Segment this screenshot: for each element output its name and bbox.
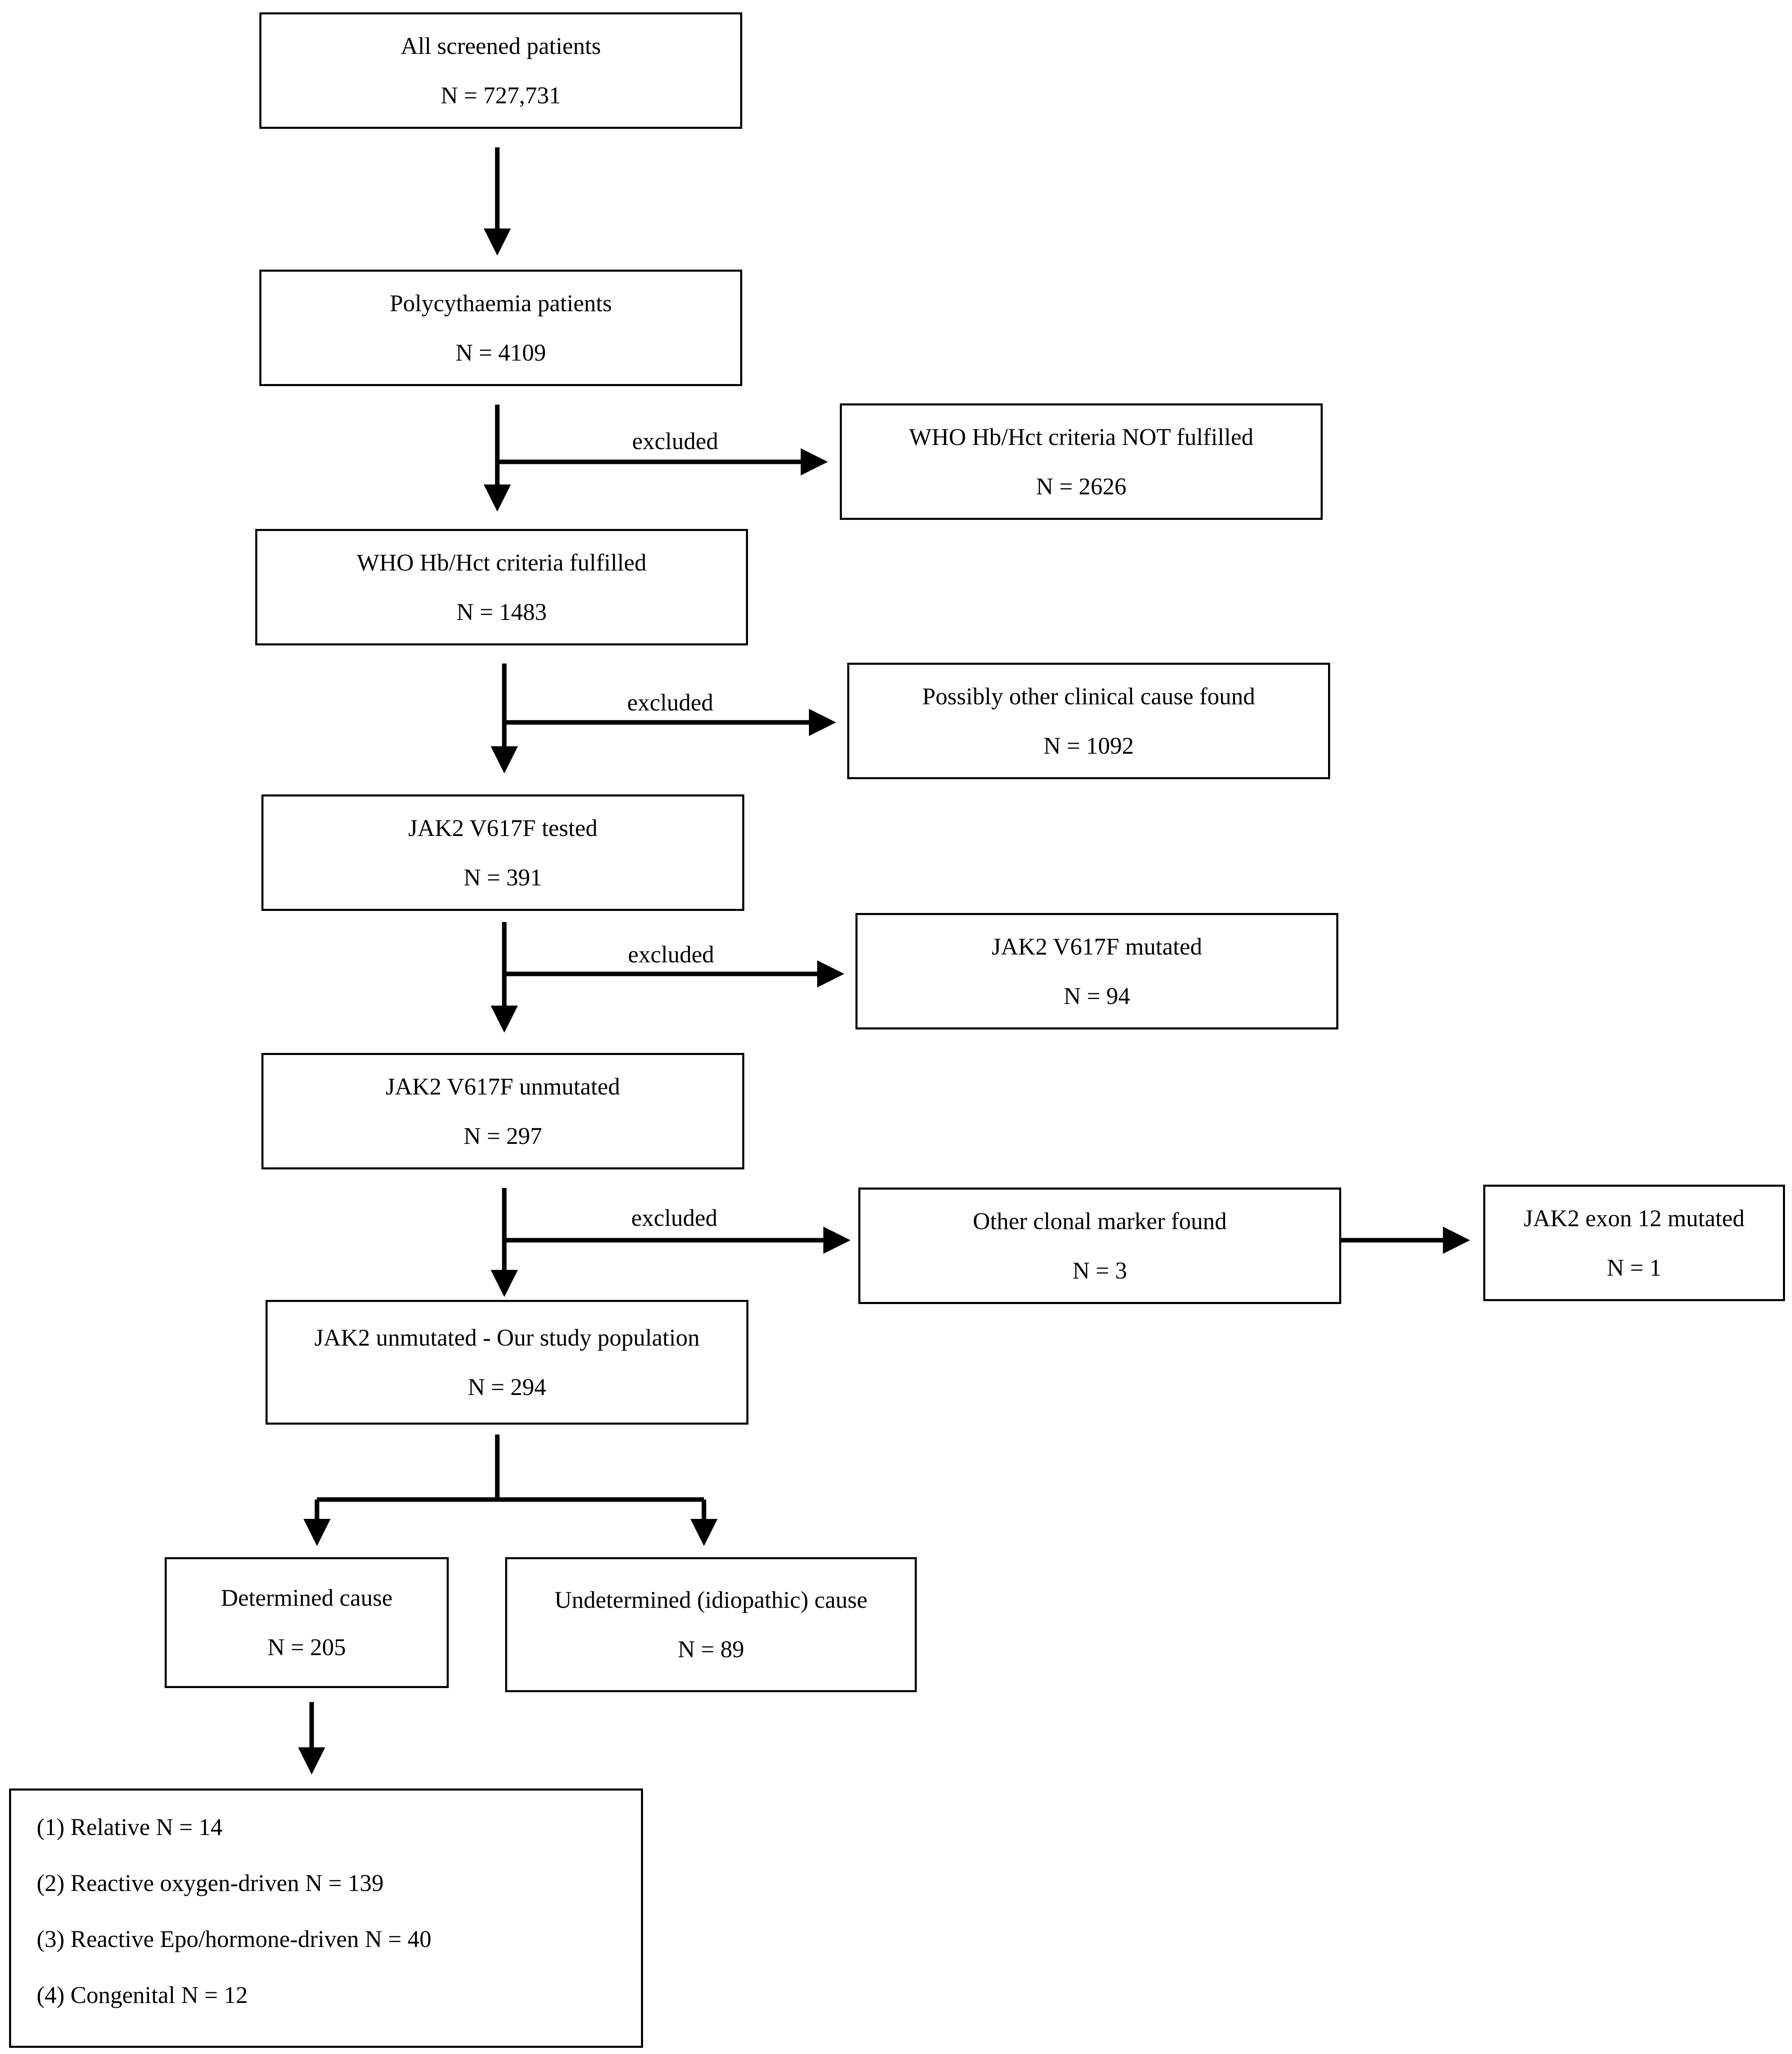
box-title: Other clonal marker found bbox=[973, 1207, 1227, 1234]
box-undetermined-cause: Undetermined (idiopathic) cause N = 89 bbox=[505, 1557, 917, 1692]
box-jak2-tested: JAK2 V617F tested N = 391 bbox=[261, 794, 744, 911]
box-title: JAK2 exon 12 mutated bbox=[1524, 1204, 1745, 1232]
box-count: N = 1092 bbox=[1043, 732, 1134, 759]
box-other-clonal-marker: Other clonal marker found N = 3 bbox=[858, 1188, 1341, 1304]
box-count: N = 4109 bbox=[455, 339, 546, 366]
box-count: N = 205 bbox=[267, 1634, 346, 1660]
box-title: JAK2 unmutated - Our study population bbox=[314, 1324, 700, 1351]
excluded-label-2: excluded bbox=[627, 689, 713, 716]
excluded-label-3: excluded bbox=[628, 941, 714, 968]
box-count: N = 94 bbox=[1063, 982, 1130, 1009]
box-polycythaemia: Polycythaemia patients N = 4109 bbox=[259, 270, 742, 386]
box-other-clinical-cause: Possibly other clinical cause found N = … bbox=[847, 663, 1330, 779]
list-item: (1) Relative N = 14 bbox=[37, 1814, 223, 1840]
box-count: N = 1 bbox=[1607, 1254, 1662, 1281]
box-title: WHO Hb/Hct criteria NOT fulfilled bbox=[909, 423, 1254, 450]
box-count: N = 1483 bbox=[456, 598, 547, 625]
box-title: Determined cause bbox=[221, 1584, 393, 1611]
box-title: JAK2 V617F mutated bbox=[991, 933, 1202, 960]
box-count: N = 89 bbox=[678, 1636, 744, 1663]
box-all-screened: All screened patients N = 727,731 bbox=[259, 12, 742, 129]
box-who-not-fulfilled: WHO Hb/Hct criteria NOT fulfilled N = 26… bbox=[840, 403, 1323, 520]
box-count: N = 3 bbox=[1072, 1257, 1127, 1284]
box-count: N = 727,731 bbox=[440, 82, 561, 109]
list-item: (2) Reactive oxygen-driven N = 139 bbox=[37, 1870, 384, 1896]
box-jak2-mutated: JAK2 V617F mutated N = 94 bbox=[855, 913, 1338, 1029]
box-title: JAK2 V617F tested bbox=[408, 814, 598, 841]
box-title: WHO Hb/Hct criteria fulfilled bbox=[357, 549, 647, 576]
box-count: N = 294 bbox=[468, 1373, 546, 1400]
list-item: (3) Reactive Epo/hormone-driven N = 40 bbox=[37, 1926, 431, 1952]
excluded-label-4: excluded bbox=[631, 1204, 718, 1231]
box-title: JAK2 V617F unmutated bbox=[385, 1073, 620, 1100]
excluded-label-1: excluded bbox=[632, 428, 718, 454]
box-jak2-unmutated: JAK2 V617F unmutated N = 297 bbox=[261, 1053, 744, 1169]
list-item: (4) Congenital N = 12 bbox=[37, 1982, 248, 2008]
box-who-fulfilled: WHO Hb/Hct criteria fulfilled N = 1483 bbox=[255, 529, 748, 645]
box-title: All screened patients bbox=[401, 32, 601, 59]
determined-cause-breakdown: (1) Relative N = 14 (2) Reactive oxygen-… bbox=[9, 1789, 643, 2048]
box-jak2-exon12: JAK2 exon 12 mutated N = 1 bbox=[1483, 1185, 1785, 1301]
box-title: Possibly other clinical cause found bbox=[922, 682, 1255, 710]
box-count: N = 2626 bbox=[1036, 473, 1127, 500]
box-title: Polycythaemia patients bbox=[389, 289, 612, 317]
box-determined-cause: Determined cause N = 205 bbox=[165, 1557, 449, 1688]
box-count: N = 391 bbox=[464, 864, 542, 891]
box-title: Undetermined (idiopathic) cause bbox=[554, 1586, 868, 1613]
box-study-population: JAK2 unmutated - Our study population N … bbox=[266, 1300, 748, 1425]
box-count: N = 297 bbox=[464, 1122, 542, 1149]
